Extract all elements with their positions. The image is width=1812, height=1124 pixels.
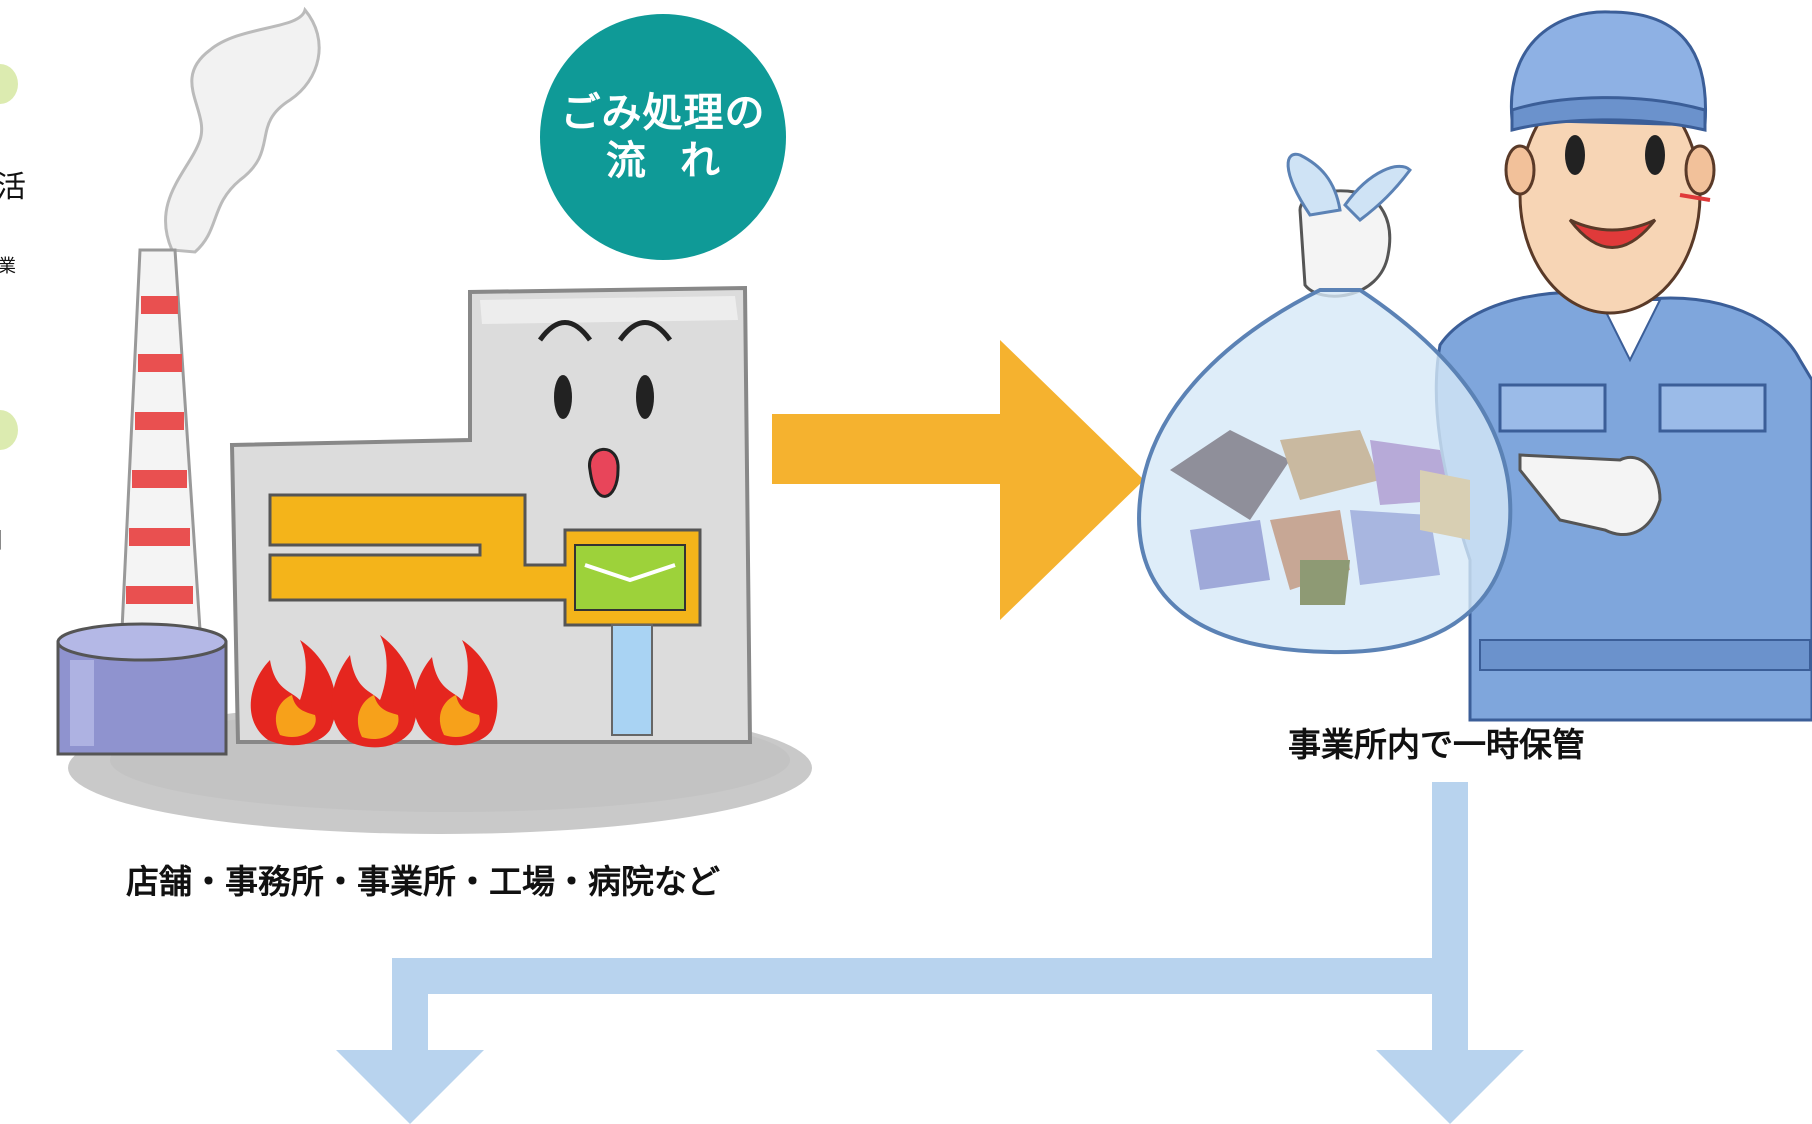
cropped-text-fragment: 業 — [0, 256, 16, 277]
worker-with-garbage-bag-illustration — [1137, 10, 1812, 722]
blue-flow-arrow — [336, 782, 1524, 1124]
cropped-text-fragment: 」 — [0, 512, 20, 556]
cropped-text-fragment: 活 — [0, 170, 26, 205]
flame-icon — [250, 635, 498, 748]
leaf-decoration — [0, 64, 18, 104]
orange-flow-arrow — [772, 340, 1144, 620]
leaf-decoration — [0, 410, 18, 450]
tank-icon — [56, 622, 228, 662]
cap-icon — [1509, 10, 1708, 127]
factory-illustration — [56, 6, 812, 834]
badge-title-line2: 流れ — [606, 138, 754, 184]
smoke-icon — [164, 6, 321, 254]
flow-title-badge: ごみ処理の 流れ — [540, 14, 786, 260]
temporary-storage-caption: 事業所内で一時保管 — [1288, 725, 1585, 764]
business-sites-caption: 店舗・事務所・事業所・工場・病院など — [126, 862, 720, 901]
badge-title-line1: ごみ処理の — [560, 90, 766, 136]
